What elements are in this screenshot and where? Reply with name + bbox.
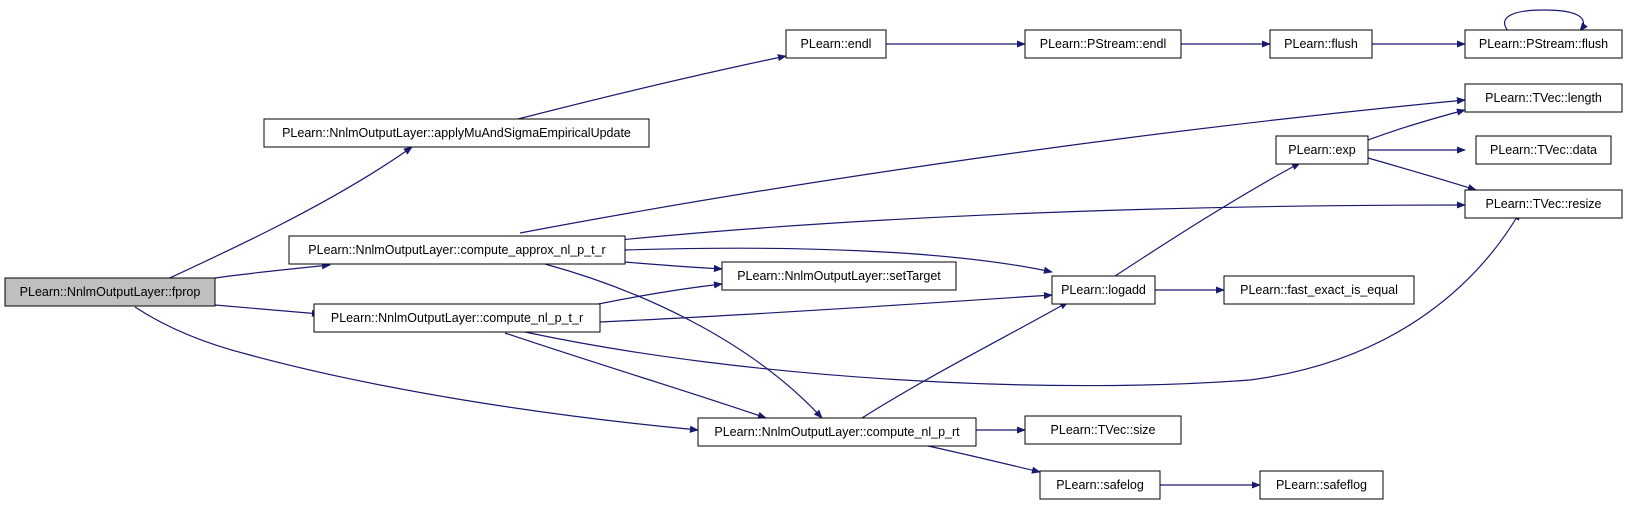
node-pendl-label: PLearn::PStream::endl: [1040, 37, 1166, 51]
node-safelog-label: PLearn::safelog: [1056, 478, 1144, 492]
edge-nlptr-logadd: [599, 291, 1053, 323]
node-fprop-label: PLearn::NnlmOutputLayer::fprop: [20, 285, 201, 299]
node-safelog[interactable]: PLearn::safelog: [1039, 470, 1161, 500]
edge-logadd-exp: [1111, 162, 1301, 279]
node-exp-label: PLearn::exp: [1288, 143, 1355, 157]
node-applyMu-label: PLearn::NnlmOutputLayer::applyMuAndSigma…: [282, 126, 631, 140]
node-nlptr[interactable]: PLearn::NnlmOutputLayer::compute_nl_p_t_…: [313, 303, 601, 333]
edge-approx-length: [519, 97, 1466, 234]
edge-exp-resize: [1367, 157, 1477, 191]
node-approx-label: PLearn::NnlmOutputLayer::compute_approx_…: [308, 243, 605, 257]
node-endl[interactable]: PLearn::endl: [785, 29, 887, 59]
node-pflush[interactable]: PLearn::PStream::flush: [1464, 29, 1623, 59]
node-flush-label: PLearn::flush: [1284, 37, 1358, 51]
node-applyMu[interactable]: PLearn::NnlmOutputLayer::applyMuAndSigma…: [263, 118, 650, 148]
node-pendl[interactable]: PLearn::PStream::endl: [1024, 29, 1182, 59]
node-size-label: PLearn::TVec::size: [1051, 423, 1156, 437]
edges: [134, 9, 1588, 489]
node-setTarget-label: PLearn::NnlmOutputLayer::setTarget: [737, 269, 941, 283]
node-nlprt[interactable]: PLearn::NnlmOutputLayer::compute_nl_p_rt: [697, 417, 977, 447]
edge-applyMu-endl: [517, 54, 787, 120]
node-logadd[interactable]: PLearn::logadd: [1051, 275, 1156, 305]
node-safeflog-label: PLearn::safeflog: [1276, 478, 1367, 492]
node-nlprt-label: PLearn::NnlmOutputLayer::compute_nl_p_rt: [714, 425, 960, 439]
edge-fprop-applyMu: [134, 146, 413, 295]
edge-nlprt-logadd: [861, 301, 1069, 419]
edge-nlptr-nlprt: [504, 332, 767, 419]
node-resize[interactable]: PLearn::TVec::resize: [1464, 189, 1623, 219]
edge-pflush-self: [1504, 9, 1588, 32]
edge-fprop-nlptr: [214, 304, 321, 317]
node-nlptr-label: PLearn::NnlmOutputLayer::compute_nl_p_t_…: [331, 311, 583, 325]
node-data-label: PLearn::TVec::data: [1490, 143, 1597, 157]
node-endl-label: PLearn::endl: [801, 37, 872, 51]
nodes: PLearn::NnlmOutputLayer::fprop PLearn::N…: [4, 29, 1623, 500]
edge-approx-nlprt: [544, 263, 823, 419]
node-setTarget[interactable]: PLearn::NnlmOutputLayer::setTarget: [721, 261, 957, 291]
node-fprop[interactable]: PLearn::NnlmOutputLayer::fprop: [4, 277, 216, 307]
node-data[interactable]: PLearn::TVec::data: [1475, 135, 1612, 165]
edge-approx-setTarget: [624, 261, 723, 273]
edge-approx-logadd: [624, 247, 1053, 274]
edge-fprop-nlprt: [134, 306, 699, 433]
node-flush[interactable]: PLearn::flush: [1269, 29, 1373, 59]
edge-exp-length: [1367, 108, 1466, 141]
edge-fprop-approx: [214, 262, 331, 279]
node-safeflog[interactable]: PLearn::safeflog: [1259, 470, 1384, 500]
edge-approx-resize: [589, 201, 1466, 244]
node-approx[interactable]: PLearn::NnlmOutputLayer::compute_approx_…: [288, 235, 626, 265]
node-size[interactable]: PLearn::TVec::size: [1024, 415, 1182, 445]
node-resize-label: PLearn::TVec::resize: [1485, 197, 1601, 211]
node-exp[interactable]: PLearn::exp: [1275, 135, 1369, 165]
node-pflush-label: PLearn::PStream::flush: [1479, 37, 1608, 51]
node-fexact[interactable]: PLearn::fast_exact_is_equal: [1223, 275, 1415, 305]
node-length-label: PLearn::TVec::length: [1485, 91, 1602, 105]
node-logadd-label: PLearn::logadd: [1061, 283, 1146, 297]
edge-nlptr-resize: [524, 211, 1521, 387]
node-fexact-label: PLearn::fast_exact_is_equal: [1240, 283, 1398, 297]
node-length[interactable]: PLearn::TVec::length: [1464, 83, 1623, 113]
